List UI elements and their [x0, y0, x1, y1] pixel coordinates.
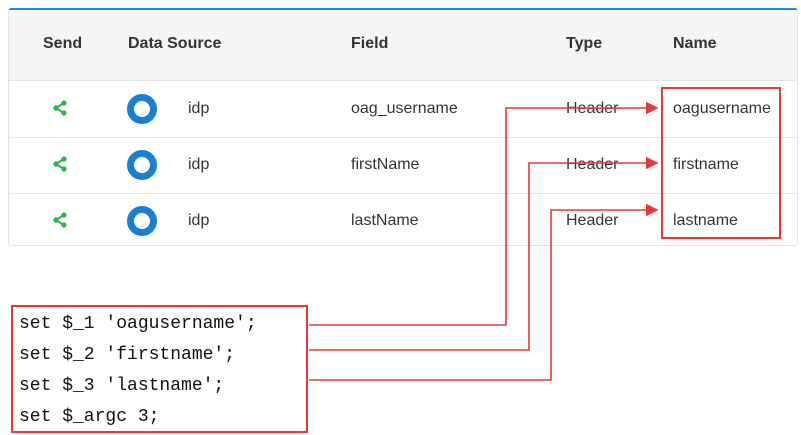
code-line: set $_2 'firstname'; — [19, 345, 236, 365]
name-highlight-box — [661, 87, 781, 239]
header-data-source[interactable]: Data Source — [128, 35, 222, 52]
code-snippet: set $_1 'oagusername'; set $_2 'firstnam… — [11, 305, 308, 433]
row-name: oagusername — [673, 100, 771, 117]
ring-icon — [127, 150, 157, 180]
code-line: set $_3 'lastname'; — [19, 376, 225, 396]
header-name[interactable]: Name — [673, 35, 717, 52]
row-name: firstname — [673, 156, 739, 173]
code-line: set $_1 'oagusername'; — [19, 314, 257, 334]
row-field: firstName — [351, 156, 420, 173]
connector-arrow-2 — [309, 156, 659, 351]
header-type[interactable]: Type — [566, 35, 603, 52]
connector-arrow-1 — [309, 101, 659, 326]
ring-icon — [127, 94, 157, 124]
row-type: Header — [566, 156, 619, 173]
header-field[interactable]: Field — [351, 35, 389, 52]
header-send[interactable]: Send — [43, 35, 83, 52]
table-row: idp firstName Header firstname — [9, 138, 797, 194]
row-field: lastName — [351, 212, 419, 229]
row-name: lastname — [673, 212, 738, 229]
mapping-table: Send Data Source Field Type Name idp oag… — [8, 8, 798, 246]
table-row: idp lastName Header lastname — [9, 194, 797, 250]
table-row: idp oag_username Header oagusername — [9, 82, 797, 138]
share-icon[interactable] — [52, 100, 68, 116]
row-field: oag_username — [351, 100, 458, 117]
share-icon[interactable] — [52, 156, 68, 172]
table-header: Send Data Source Field Type Name — [9, 10, 797, 81]
row-source: idp — [188, 156, 210, 173]
row-source: idp — [188, 212, 210, 229]
row-source: idp — [188, 100, 210, 117]
code-line: set $_argc 3; — [19, 407, 160, 427]
ring-icon — [127, 206, 157, 236]
connector-arrow-3 — [309, 203, 659, 381]
share-icon[interactable] — [52, 212, 68, 228]
row-type: Header — [566, 212, 619, 229]
